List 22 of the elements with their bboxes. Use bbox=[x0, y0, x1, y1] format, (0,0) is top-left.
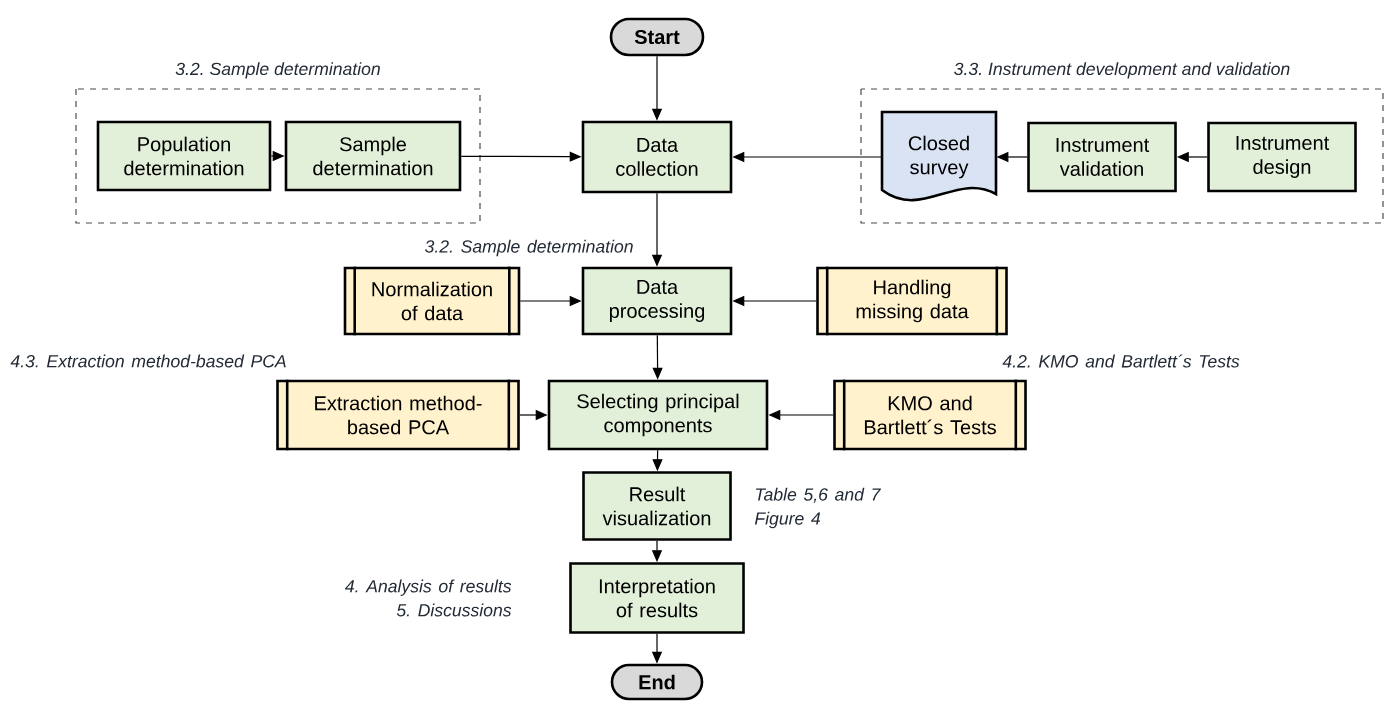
reference-note: 3.2. Sample determination bbox=[425, 239, 633, 257]
terminal-box: Start bbox=[609, 17, 705, 57]
process-box: Interpretation of results bbox=[569, 562, 745, 634]
terminal-box: End bbox=[610, 663, 704, 701]
group-heading: 3.3. Instrument development and validation bbox=[954, 62, 1290, 79]
process-box: Sample determination bbox=[284, 120, 462, 192]
process-box: Data collection bbox=[581, 120, 733, 194]
reference-note: Table 5,6 and 7 Figure 4 bbox=[754, 487, 881, 529]
process-box: Data processing bbox=[581, 266, 733, 336]
predefined-process-box: Extraction method-based PCA bbox=[276, 379, 520, 451]
reference-note: 4.3. Extraction method-based PCA bbox=[10, 354, 286, 368]
reference-note: 4. Analysis of results 5. Discussions bbox=[345, 579, 512, 617]
process-box: Instrument design bbox=[1207, 121, 1357, 193]
reference-note: 4.2. KMO and Bartlett´s Tests bbox=[1002, 354, 1240, 368]
process-box: Instrument validation bbox=[1027, 121, 1177, 193]
process-box: Result visualization bbox=[582, 471, 732, 541]
process-box: Selecting principal components bbox=[547, 379, 769, 451]
process-box: Population determination bbox=[96, 120, 272, 192]
predefined-process-box: Normalization of data bbox=[343, 266, 521, 336]
predefined-process-box: Handling missing data bbox=[816, 266, 1008, 336]
group-heading: 3.2. Sample determination bbox=[175, 62, 380, 79]
predefined-process-box: KMO and Bartlett´s Tests bbox=[833, 379, 1027, 451]
